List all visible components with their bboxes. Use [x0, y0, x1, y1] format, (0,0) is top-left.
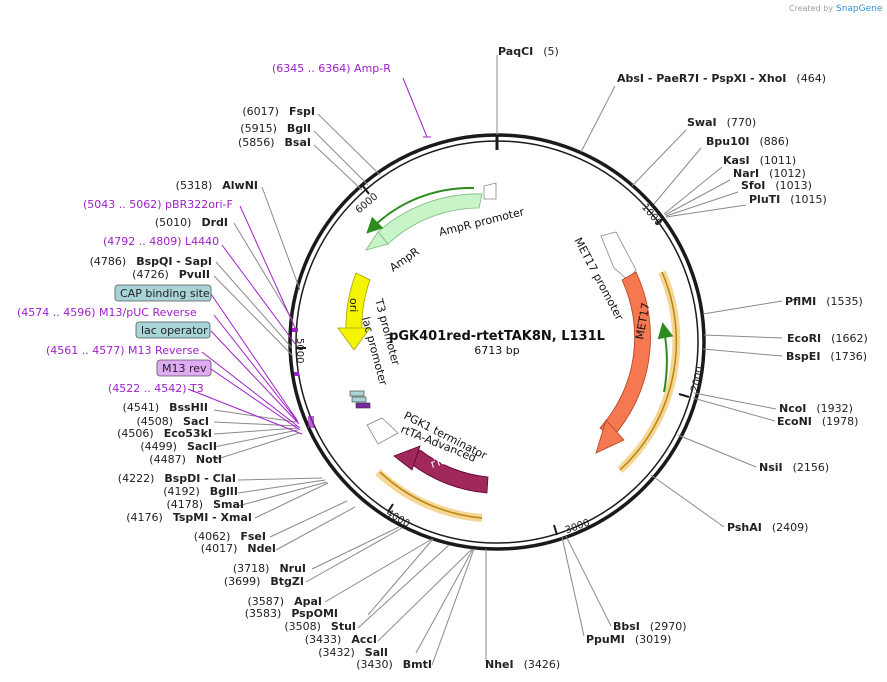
tick-2000: 2000	[689, 366, 706, 393]
primer-l4440[interactable]: (4792 .. 4809) L4440	[103, 235, 219, 248]
site-nari[interactable]: NarI(1012)	[733, 167, 806, 180]
site-nhei[interactable]: NheI(3426)	[485, 658, 560, 671]
met17-promoter-arrow[interactable]	[600, 231, 637, 281]
site-bsshii[interactable]: (4541)BssHII	[123, 401, 208, 414]
site-ppumi[interactable]: PpuMI(3019)	[586, 633, 671, 646]
site-pflmi[interactable]: PflMI(1535)	[785, 295, 863, 308]
plasmid-size: 6713 bp	[474, 344, 519, 357]
site-bgli[interactable]: (5915)BglI	[240, 122, 311, 135]
site-sacii[interactable]: (4499)SacII	[140, 440, 217, 453]
site-alwni[interactable]: (5318)AlwNI	[176, 179, 258, 192]
met17-primer-band	[617, 270, 681, 473]
met17-arrowhead	[595, 419, 625, 454]
site-drdi[interactable]: (5010)DrdI	[155, 216, 228, 229]
lac-operator-label: lac operator	[141, 324, 208, 337]
plasmid-name: pGK401red-rtetTAK8N, L131L	[389, 329, 605, 344]
lac-operator-box[interactable]	[135, 321, 211, 339]
rtetr-arrowhead	[393, 445, 421, 471]
site-saci[interactable]: (4508)SacI	[136, 415, 209, 428]
lac-operator-mark[interactable]	[351, 396, 367, 403]
site-pspomi[interactable]: (3583)PspOMI	[245, 607, 338, 620]
site-pvuii[interactable]: (4726)PvuII	[132, 268, 210, 281]
site-swai[interactable]: SwaI(770)	[687, 116, 756, 129]
site-bpu10i[interactable]: Bpu10I(886)	[706, 135, 789, 148]
tick-5000: 5000	[294, 338, 305, 363]
site-kasi[interactable]: KasI(1011)	[723, 154, 796, 167]
cap-binding-site-box[interactable]	[114, 284, 212, 302]
cap-site-mark[interactable]	[349, 390, 365, 397]
credit-text: Created by	[789, 4, 833, 13]
site-noti[interactable]: (4487)NotI	[149, 453, 222, 466]
tick-4000: 4000	[384, 508, 412, 530]
site-bspdi[interactable]: (4222)BspDI - ClaI	[118, 472, 236, 485]
site-sali[interactable]: (3432)SalI	[318, 646, 388, 659]
site-pluti[interactable]: PluTI(1015)	[749, 193, 827, 206]
site-bglii[interactable]: (4192)BglII	[163, 485, 238, 498]
m13-rev-mark[interactable]	[355, 402, 371, 409]
ori-label: ori	[347, 298, 360, 312]
site-nrui[interactable]: (3718)NruI	[233, 562, 306, 575]
site-apai[interactable]: (3587)ApaI	[248, 595, 322, 608]
right-site-lines	[485, 55, 783, 661]
primer-t3[interactable]: (4522 .. 4542) T3	[108, 382, 204, 395]
site-eco53ki[interactable]: (4506)Eco53kI	[117, 427, 212, 440]
cap-binding-site-label: CAP binding site	[120, 287, 210, 300]
rtta-primer-line	[379, 471, 483, 519]
ampr-label: AmpR	[387, 245, 422, 275]
primer-lines	[187, 77, 431, 435]
primer-m13-reverse[interactable]: (4561 .. 4577) M13 Reverse	[46, 344, 199, 357]
site-paqci[interactable]: PaqCI(5)	[498, 45, 559, 58]
site-acci[interactable]: (3433)AccI	[305, 633, 377, 646]
site-absi[interactable]: AbsI - PaeR7I - PspXI - XhoI(464)	[617, 72, 826, 85]
m13-rev-box[interactable]	[156, 359, 212, 377]
site-bspei[interactable]: BspEI(1736)	[786, 350, 867, 363]
primer-amp-r[interactable]: (6345 .. 6364) Amp-R	[272, 62, 391, 75]
site-ndei[interactable]: (4017)NdeI	[201, 542, 276, 555]
site-bspqi[interactable]: (4786)BspQI - SapI	[90, 255, 212, 268]
amp-r-primer-arrow	[366, 186, 475, 234]
site-tspmi[interactable]: (4176)TspMI - XmaI	[126, 511, 252, 524]
site-ncoi[interactable]: NcoI(1932)	[779, 402, 853, 415]
site-stui[interactable]: (3508)StuI	[284, 620, 356, 633]
site-sfoi[interactable]: SfoI(1013)	[741, 179, 812, 192]
ori-arrowhead	[337, 327, 371, 351]
ampr-promoter-arrow[interactable]	[483, 182, 497, 200]
site-bsai[interactable]: (5856)BsaI	[238, 136, 311, 149]
site-econi[interactable]: EcoNI(1978)	[777, 415, 858, 428]
site-ecori[interactable]: EcoRI(1662)	[787, 332, 868, 345]
left-site-lines	[213, 113, 475, 666]
site-bmti[interactable]: (3430)BmtI	[356, 658, 432, 671]
ampr-arrowhead	[365, 231, 389, 251]
site-btgzi[interactable]: (3699)BtgZI	[224, 575, 304, 588]
primer-pbr322ori-f[interactable]: (5043 .. 5062) pBR322ori-F	[83, 198, 233, 211]
met17-primer-line	[619, 271, 678, 471]
site-smai[interactable]: (4178)SmaI	[167, 498, 244, 511]
met17-primer-arrow	[657, 322, 674, 393]
pbr322-primer-mark	[292, 328, 298, 332]
tick-6000: 6000	[354, 191, 381, 216]
l4440-primer-mark	[294, 372, 299, 376]
site-pshai[interactable]: PshAI(2409)	[727, 521, 808, 534]
snapgene-logo: SnapGene	[836, 4, 883, 14]
pgk1-terminator-arrow[interactable]	[366, 417, 399, 445]
site-fsei[interactable]: (4062)FseI	[194, 530, 266, 543]
site-bbsi[interactable]: BbsI(2970)	[613, 620, 686, 633]
rtetr-arrow[interactable]	[409, 449, 489, 494]
met17-label: MET17	[633, 302, 652, 341]
primer-m13-puc-reverse[interactable]: (4574 .. 4596) M13/pUC Reverse	[17, 306, 197, 319]
m13-rev-label: M13 rev	[162, 362, 207, 375]
site-fspi[interactable]: (6017)FspI	[242, 105, 315, 118]
m13-primer-mark	[308, 416, 314, 428]
site-nsii[interactable]: NsiI(2156)	[759, 461, 829, 474]
